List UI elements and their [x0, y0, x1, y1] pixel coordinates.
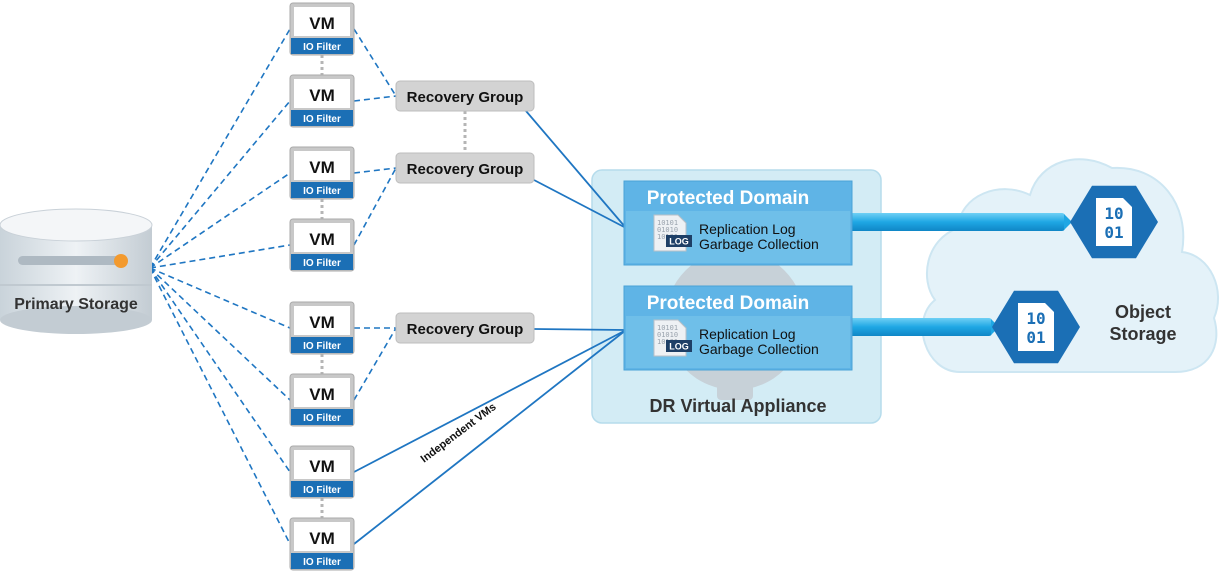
storage-to-vm-link — [149, 267, 291, 401]
recovery-group: Recovery Group — [395, 152, 535, 184]
vm-title: VM — [309, 457, 335, 476]
vm-title: VM — [309, 14, 335, 33]
vm-io-filter-label: IO Filter — [303, 557, 341, 568]
recovery-group-label: Recovery Group — [407, 321, 524, 338]
vm-node: VM IO Filter — [289, 74, 355, 128]
object-icon-line2: 01 — [1026, 328, 1045, 347]
primary-storage-label: Primary Storage — [14, 296, 138, 313]
vm-to-group-link — [353, 167, 397, 174]
protected-domains: Protected Domain101010101010101LOGReplic… — [623, 180, 853, 371]
vm-title: VM — [309, 529, 335, 548]
vm-node: VM IO Filter — [289, 146, 355, 200]
recovery-group-label: Recovery Group — [407, 161, 524, 178]
independent-vm-link — [353, 329, 627, 545]
vm-title: VM — [309, 313, 335, 332]
pipe-tip — [1064, 214, 1072, 230]
log-bits: 01010 — [657, 226, 678, 234]
vm-node: VM IO Filter — [289, 517, 355, 571]
vm-to-group-link — [353, 327, 397, 401]
vm-title: VM — [309, 86, 335, 105]
storage-to-vm-link — [149, 100, 291, 269]
primary-storage: Primary Storage — [0, 208, 153, 334]
log-badge: LOG — [669, 342, 689, 352]
vm-to-group-link — [353, 95, 397, 102]
status-led-icon — [114, 254, 128, 268]
object-icon-line2: 01 — [1104, 223, 1123, 242]
log-bits: 10101 — [657, 219, 678, 227]
recovery-group-label: Recovery Group — [407, 89, 524, 106]
independent-vm-link — [353, 329, 627, 473]
log-badge: LOG — [669, 237, 689, 247]
object-storage-label-line2: Storage — [1109, 324, 1176, 344]
appliance-label: DR Virtual Appliance — [649, 396, 826, 416]
domain-line-1: Replication Log — [699, 326, 796, 342]
group-to-domain-link — [525, 110, 627, 229]
group-to-domain-link — [533, 328, 627, 331]
protected-domain-title: Protected Domain — [647, 293, 810, 314]
vm-node: VM IO Filter — [289, 218, 355, 272]
log-bits: 10101 — [657, 324, 678, 332]
vm-io-filter-label: IO Filter — [303, 186, 341, 197]
vm-title: VM — [309, 385, 335, 404]
pipe-top — [840, 213, 1065, 231]
storage-to-vm-link — [149, 28, 291, 269]
vm-to-group-link — [353, 167, 397, 246]
vm-io-filter-label: IO Filter — [303, 341, 341, 352]
independent-vms-label: Independent VMs — [419, 401, 499, 465]
vm-io-filter-label: IO Filter — [303, 258, 341, 269]
object-icon-line1: 10 — [1026, 309, 1045, 328]
protected-domain-title: Protected Domain — [647, 188, 810, 209]
domain-line-1: Replication Log — [699, 221, 796, 237]
storage-to-vm-link — [149, 267, 291, 473]
object-storage-label-line1: Object — [1115, 302, 1171, 322]
vm-node: VM IO Filter — [289, 445, 355, 499]
protected-domain: Protected Domain101010101010101LOGReplic… — [623, 285, 853, 371]
vm-io-filter-label: IO Filter — [303, 413, 341, 424]
vm-title: VM — [309, 158, 335, 177]
vm-io-filter-label: IO Filter — [303, 485, 341, 496]
log-file-icon: 101010101010101LOG — [653, 214, 692, 252]
vm-io-filter-label: IO Filter — [303, 114, 341, 125]
vm-to-group-link — [353, 28, 397, 97]
domain-line-2: Garbage Collection — [699, 341, 819, 357]
storage-to-vm-link — [149, 267, 291, 329]
log-file-icon: 101010101010101LOG — [653, 319, 692, 357]
vm-io-filter-label: IO Filter — [303, 42, 341, 53]
group-to-domain-link — [533, 179, 627, 229]
recovery-group: Recovery Group — [395, 80, 535, 112]
pipe-bottom — [840, 318, 992, 336]
recovery-group: Recovery Group — [395, 312, 535, 344]
pipes — [840, 213, 1072, 336]
storage-to-vm-link — [149, 244, 291, 269]
storage-to-vm-link — [149, 267, 291, 545]
vm-title: VM — [309, 230, 335, 249]
log-bits: 01010 — [657, 331, 678, 339]
storage-to-vm-link — [149, 172, 291, 269]
domain-line-2: Garbage Collection — [699, 236, 819, 252]
connection-lines — [149, 28, 627, 545]
vm-node: VM IO Filter — [289, 2, 355, 56]
vm-node: VM IO Filter — [289, 301, 355, 355]
protected-domain: Protected Domain101010101010101LOGReplic… — [623, 180, 853, 266]
vm-node: VM IO Filter — [289, 373, 355, 427]
object-icon-line1: 10 — [1104, 204, 1123, 223]
